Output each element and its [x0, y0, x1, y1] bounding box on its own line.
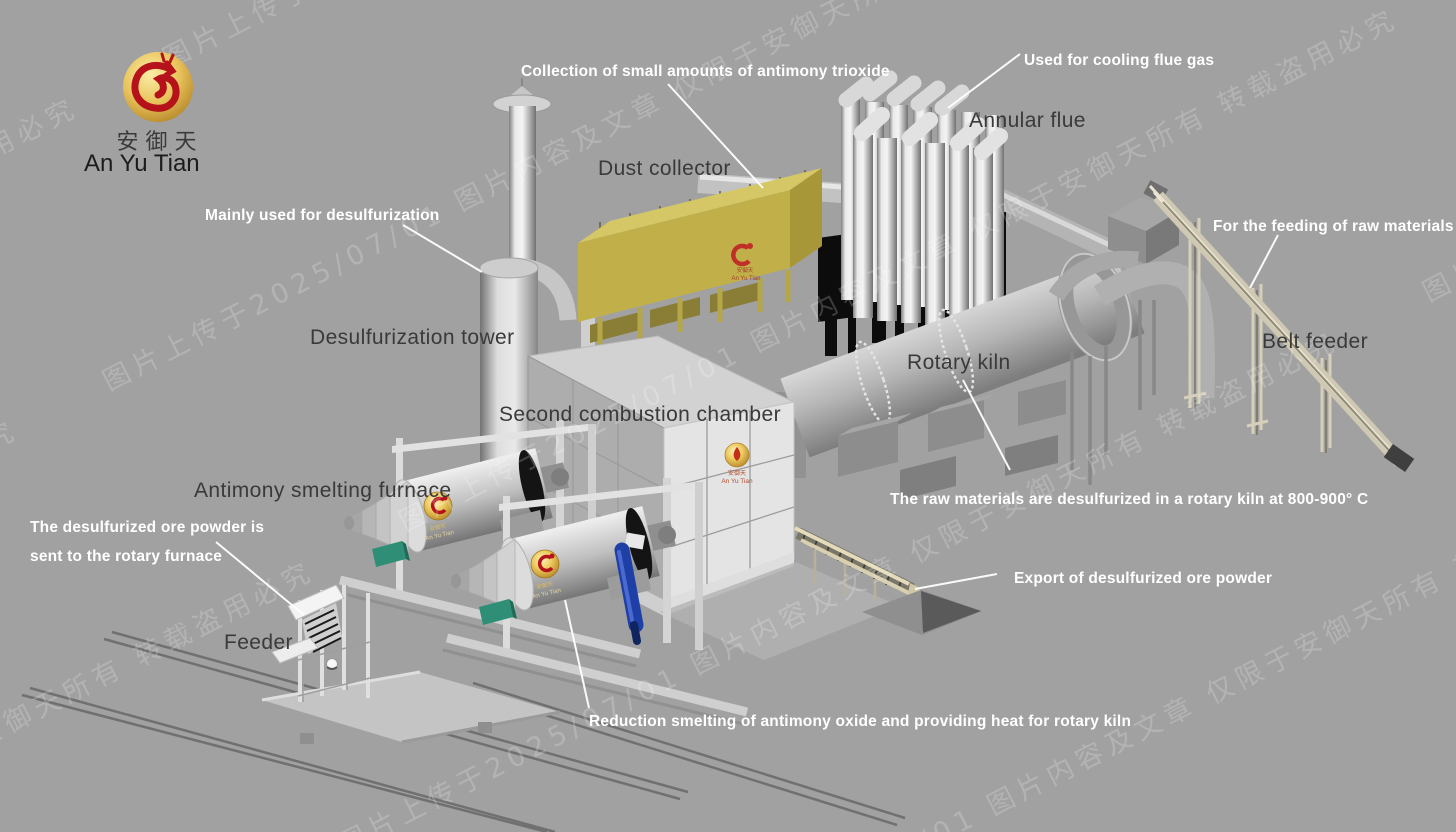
label-feeding-raw-materials: For the feeding of raw materials	[1213, 218, 1454, 235]
label-antimony-smelting-furnace: Antimony smelting furnace	[194, 479, 452, 502]
label-ore-powder-line2: sent to the rotary furnace	[30, 548, 223, 565]
logo-text-chinese: 安御天	[116, 130, 204, 155]
chamber-logo-text-en: An Yu Tian	[721, 478, 753, 485]
label-feeder: Feeder	[224, 631, 293, 654]
feeder-graphic	[21, 584, 906, 832]
label-reduction-smelting: Reduction smelting of antimony oxide and…	[589, 713, 1132, 730]
dust-collector-logo-text-cn: 安御天	[737, 266, 754, 274]
leader-lines	[215, 53, 1279, 709]
hydraulic-cylinder-graphic	[614, 532, 646, 645]
label-collection-trioxide: Collection of small amounts of antimony …	[521, 63, 890, 80]
label-rotary-kiln-note: The raw materials are desulfurized in a …	[890, 491, 1369, 508]
label-second-combustion-chamber: Second combustion chamber	[499, 403, 781, 426]
dust-collector-logo-text-en: An Yu Tian	[732, 276, 761, 282]
dragon-icon	[131, 52, 180, 112]
logo-text-english: An Yu Tian	[84, 150, 200, 177]
export-conveyor-graphic	[794, 526, 982, 635]
label-ore-powder-line1: The desulfurized ore powder is	[30, 519, 265, 536]
rotary-kiln-graphic	[780, 250, 1216, 500]
label-dust-collector: Dust collector	[598, 157, 731, 180]
company-logo-mark	[123, 52, 193, 122]
label-cooling-flue-gas: Used for cooling flue gas	[1024, 52, 1215, 69]
label-annular-flue: Annular flue	[969, 109, 1086, 132]
chamber-logo-text-cn: 安御天	[728, 469, 746, 477]
label-export-ore-powder: Export of desulfurized ore powder	[1014, 570, 1273, 587]
floor-slab-graphic	[660, 562, 900, 660]
label-belt-feeder: Belt feeder	[1262, 330, 1368, 353]
label-mainly-desulfurization: Mainly used for desulfurization	[205, 207, 440, 224]
label-rotary-kiln: Rotary kiln	[907, 351, 1011, 374]
label-desulfurization-tower: Desulfurization tower	[310, 326, 515, 349]
cooling-pipe-bank-graphic	[838, 70, 1008, 331]
belt-feeder-graphic	[1143, 180, 1415, 473]
